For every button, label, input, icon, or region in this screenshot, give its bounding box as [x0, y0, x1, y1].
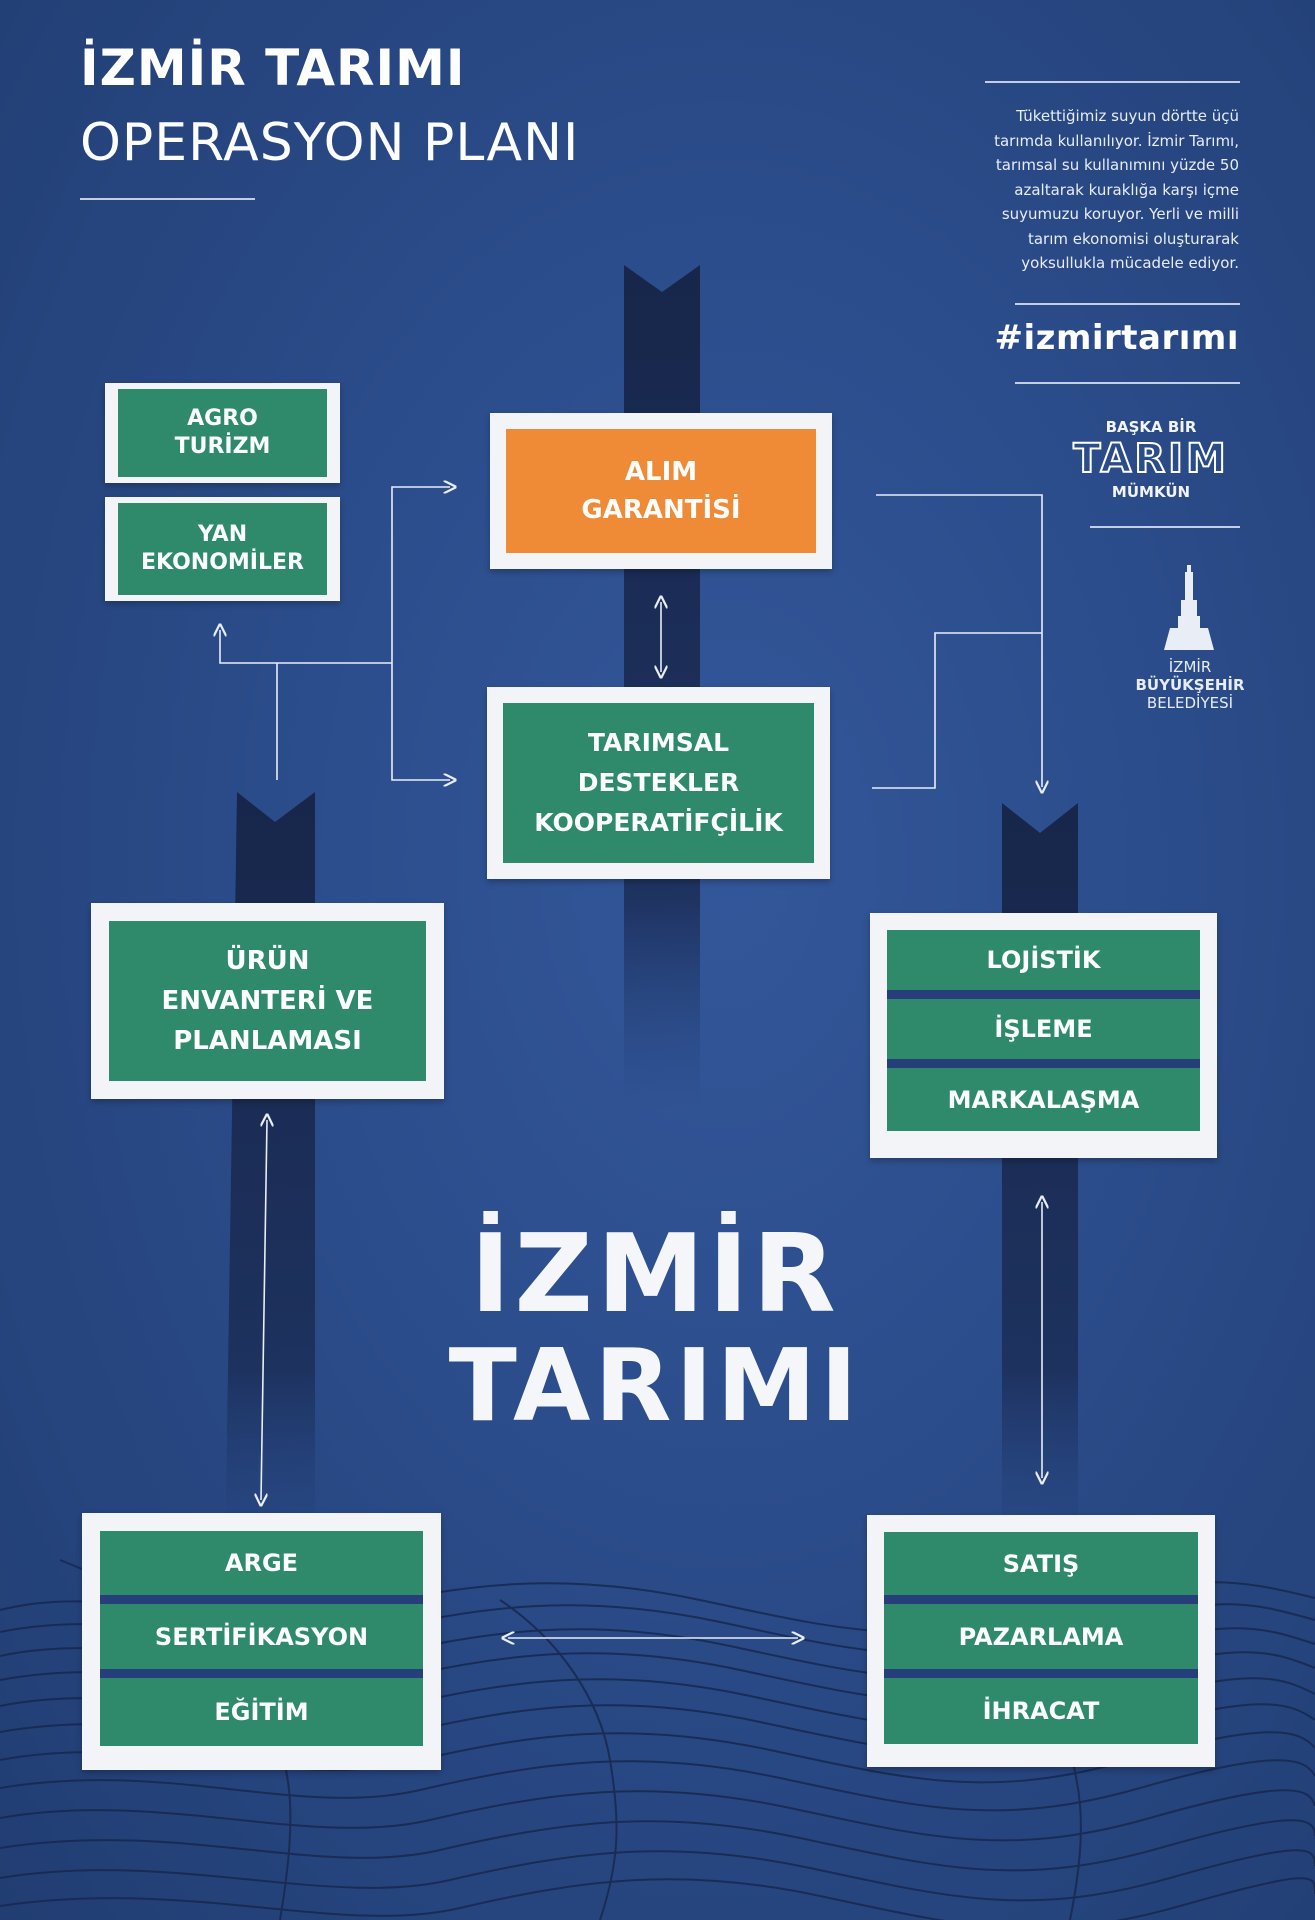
center-title-line2: TARIMI — [448, 1327, 862, 1444]
panel-separator — [100, 1595, 423, 1604]
box-label: YAN — [197, 522, 248, 547]
page-subtitle: OPERASYON PLANI — [80, 113, 580, 173]
egitim-panel: EĞİTİM — [100, 1678, 423, 1746]
municipality-line: İZMİR — [1168, 658, 1212, 676]
box-label: TARIMSAL — [587, 728, 730, 757]
satis-panel: SATIŞ — [884, 1532, 1198, 1595]
alim-garantisi-panel: ALIM GARANTİSİ — [506, 429, 816, 553]
yan-ekonomiler-box: YAN EKONOMİLER — [105, 497, 340, 601]
logo-bottom-text: MÜMKÜN — [1111, 483, 1191, 501]
box-label: EĞİTİM — [214, 1698, 309, 1726]
arge-box: ARGE SERTİFİKASYON EĞİTİM — [82, 1513, 441, 1770]
pazarlama-panel: PAZARLAMA — [884, 1604, 1198, 1669]
intro-line: tarım ekonomisi oluşturarak — [1027, 229, 1239, 248]
box-label: İŞLEME — [994, 1015, 1093, 1043]
municipality-line: BELEDİYESİ — [1146, 694, 1234, 712]
markalasma-panel: MARKALAŞMA — [887, 1068, 1200, 1131]
box-label: GARANTİSİ — [581, 495, 741, 525]
box-label: EKONOMİLER — [141, 550, 304, 575]
ihracat-panel: İHRACAT — [884, 1678, 1198, 1744]
intro-text: Tükettiğimiz suyun dörtte üçü tarımda ku… — [939, 104, 1239, 276]
hashtag-top-divider — [1015, 303, 1240, 305]
panel-separator — [100, 1669, 423, 1678]
intro-line: tarımda kullanılıyor. İzmir Tarımı, — [994, 131, 1239, 150]
box-label: SATIŞ — [1002, 1549, 1080, 1578]
satis-box: SATIŞ PAZARLAMA İHRACAT — [867, 1515, 1215, 1767]
panel-separator — [884, 1669, 1198, 1678]
municipality-label: İZMİR BÜYÜKŞEHİR BELEDİYESİ — [1120, 658, 1260, 712]
isleme-panel: İŞLEME — [887, 999, 1200, 1059]
intro-line: azaltarak kuraklığa karşı içme — [1014, 180, 1239, 199]
clock-tower-icon — [1164, 565, 1214, 650]
logo-top-text: BAŞKA BİR — [1105, 418, 1197, 436]
panel-separator — [884, 1595, 1198, 1604]
box-label: AGRO — [187, 406, 258, 431]
logo-divider — [1090, 526, 1240, 528]
urun-envanteri-panel: ÜRÜN ENVANTERİ VE PLANLAMASI — [109, 921, 426, 1081]
box-label: PLANLAMASI — [173, 1026, 362, 1056]
center-title-line1: İZMİR — [470, 1212, 840, 1337]
box-label: DESTEKLER — [577, 768, 740, 797]
agro-turizm-panel: AGRO TURİZM — [118, 389, 327, 477]
agro-turizm-box: AGRO TURİZM — [105, 383, 340, 483]
box-label: ARGE — [224, 1549, 299, 1577]
box-label: KOOPERATİFÇİLİK — [534, 808, 783, 837]
urun-envanteri-box: ÜRÜN ENVANTERİ VE PLANLAMASI — [91, 903, 444, 1099]
logo-wordmark: TARIM — [1072, 435, 1229, 483]
box-label: SERTİFİKASYON — [154, 1622, 369, 1651]
box-label: MARKALAŞMA — [947, 1085, 1140, 1114]
tarimsal-destekler-panel: TARIMSAL DESTEKLER KOOPERATİFÇİLİK — [503, 703, 814, 863]
intro-line: suyumuzu koruyor. Yerli ve milli — [1001, 205, 1239, 223]
alim-garantisi-box: ALIM GARANTİSİ — [490, 413, 832, 569]
hashtag: #izmirtarımı — [994, 318, 1239, 358]
box-label: ENVANTERİ VE — [161, 986, 374, 1016]
box-label: ÜRÜN — [225, 946, 310, 976]
page-title: İZMİR TARIMI — [80, 39, 466, 97]
connector-lines — [220, 487, 1042, 1638]
yan-ekonomiler-panel: YAN EKONOMİLER — [118, 503, 327, 595]
intro-top-divider — [985, 81, 1240, 83]
box-label: PAZARLAMA — [958, 1622, 1124, 1651]
box-label: TURİZM — [174, 434, 271, 459]
box-label: LOJİSTİK — [986, 946, 1101, 974]
tarimsal-destekler-box: TARIMSAL DESTEKLER KOOPERATİFÇİLİK — [487, 687, 830, 879]
title-divider — [80, 198, 255, 200]
municipality-line: BÜYÜKŞEHİR — [1135, 676, 1245, 694]
box-label: ALIM — [624, 457, 698, 487]
lojistik-box: LOJİSTİK İŞLEME MARKALAŞMA — [870, 913, 1217, 1158]
panel-separator — [887, 990, 1200, 999]
sertifikasyon-panel: SERTİFİKASYON — [100, 1604, 423, 1669]
box-label: İHRACAT — [982, 1697, 1100, 1725]
intro-line: yoksullukla mücadele ediyor. — [1021, 254, 1239, 272]
intro-line: tarımsal su kullanımını yüzde 50 — [995, 156, 1239, 174]
intro-line: Tükettiğimiz suyun dörtte üçü — [1016, 107, 1239, 125]
lojistik-panel: LOJİSTİK — [887, 930, 1200, 990]
arge-panel: ARGE — [100, 1531, 423, 1595]
panel-separator — [887, 1059, 1200, 1068]
hashtag-bottom-divider — [1015, 382, 1240, 384]
